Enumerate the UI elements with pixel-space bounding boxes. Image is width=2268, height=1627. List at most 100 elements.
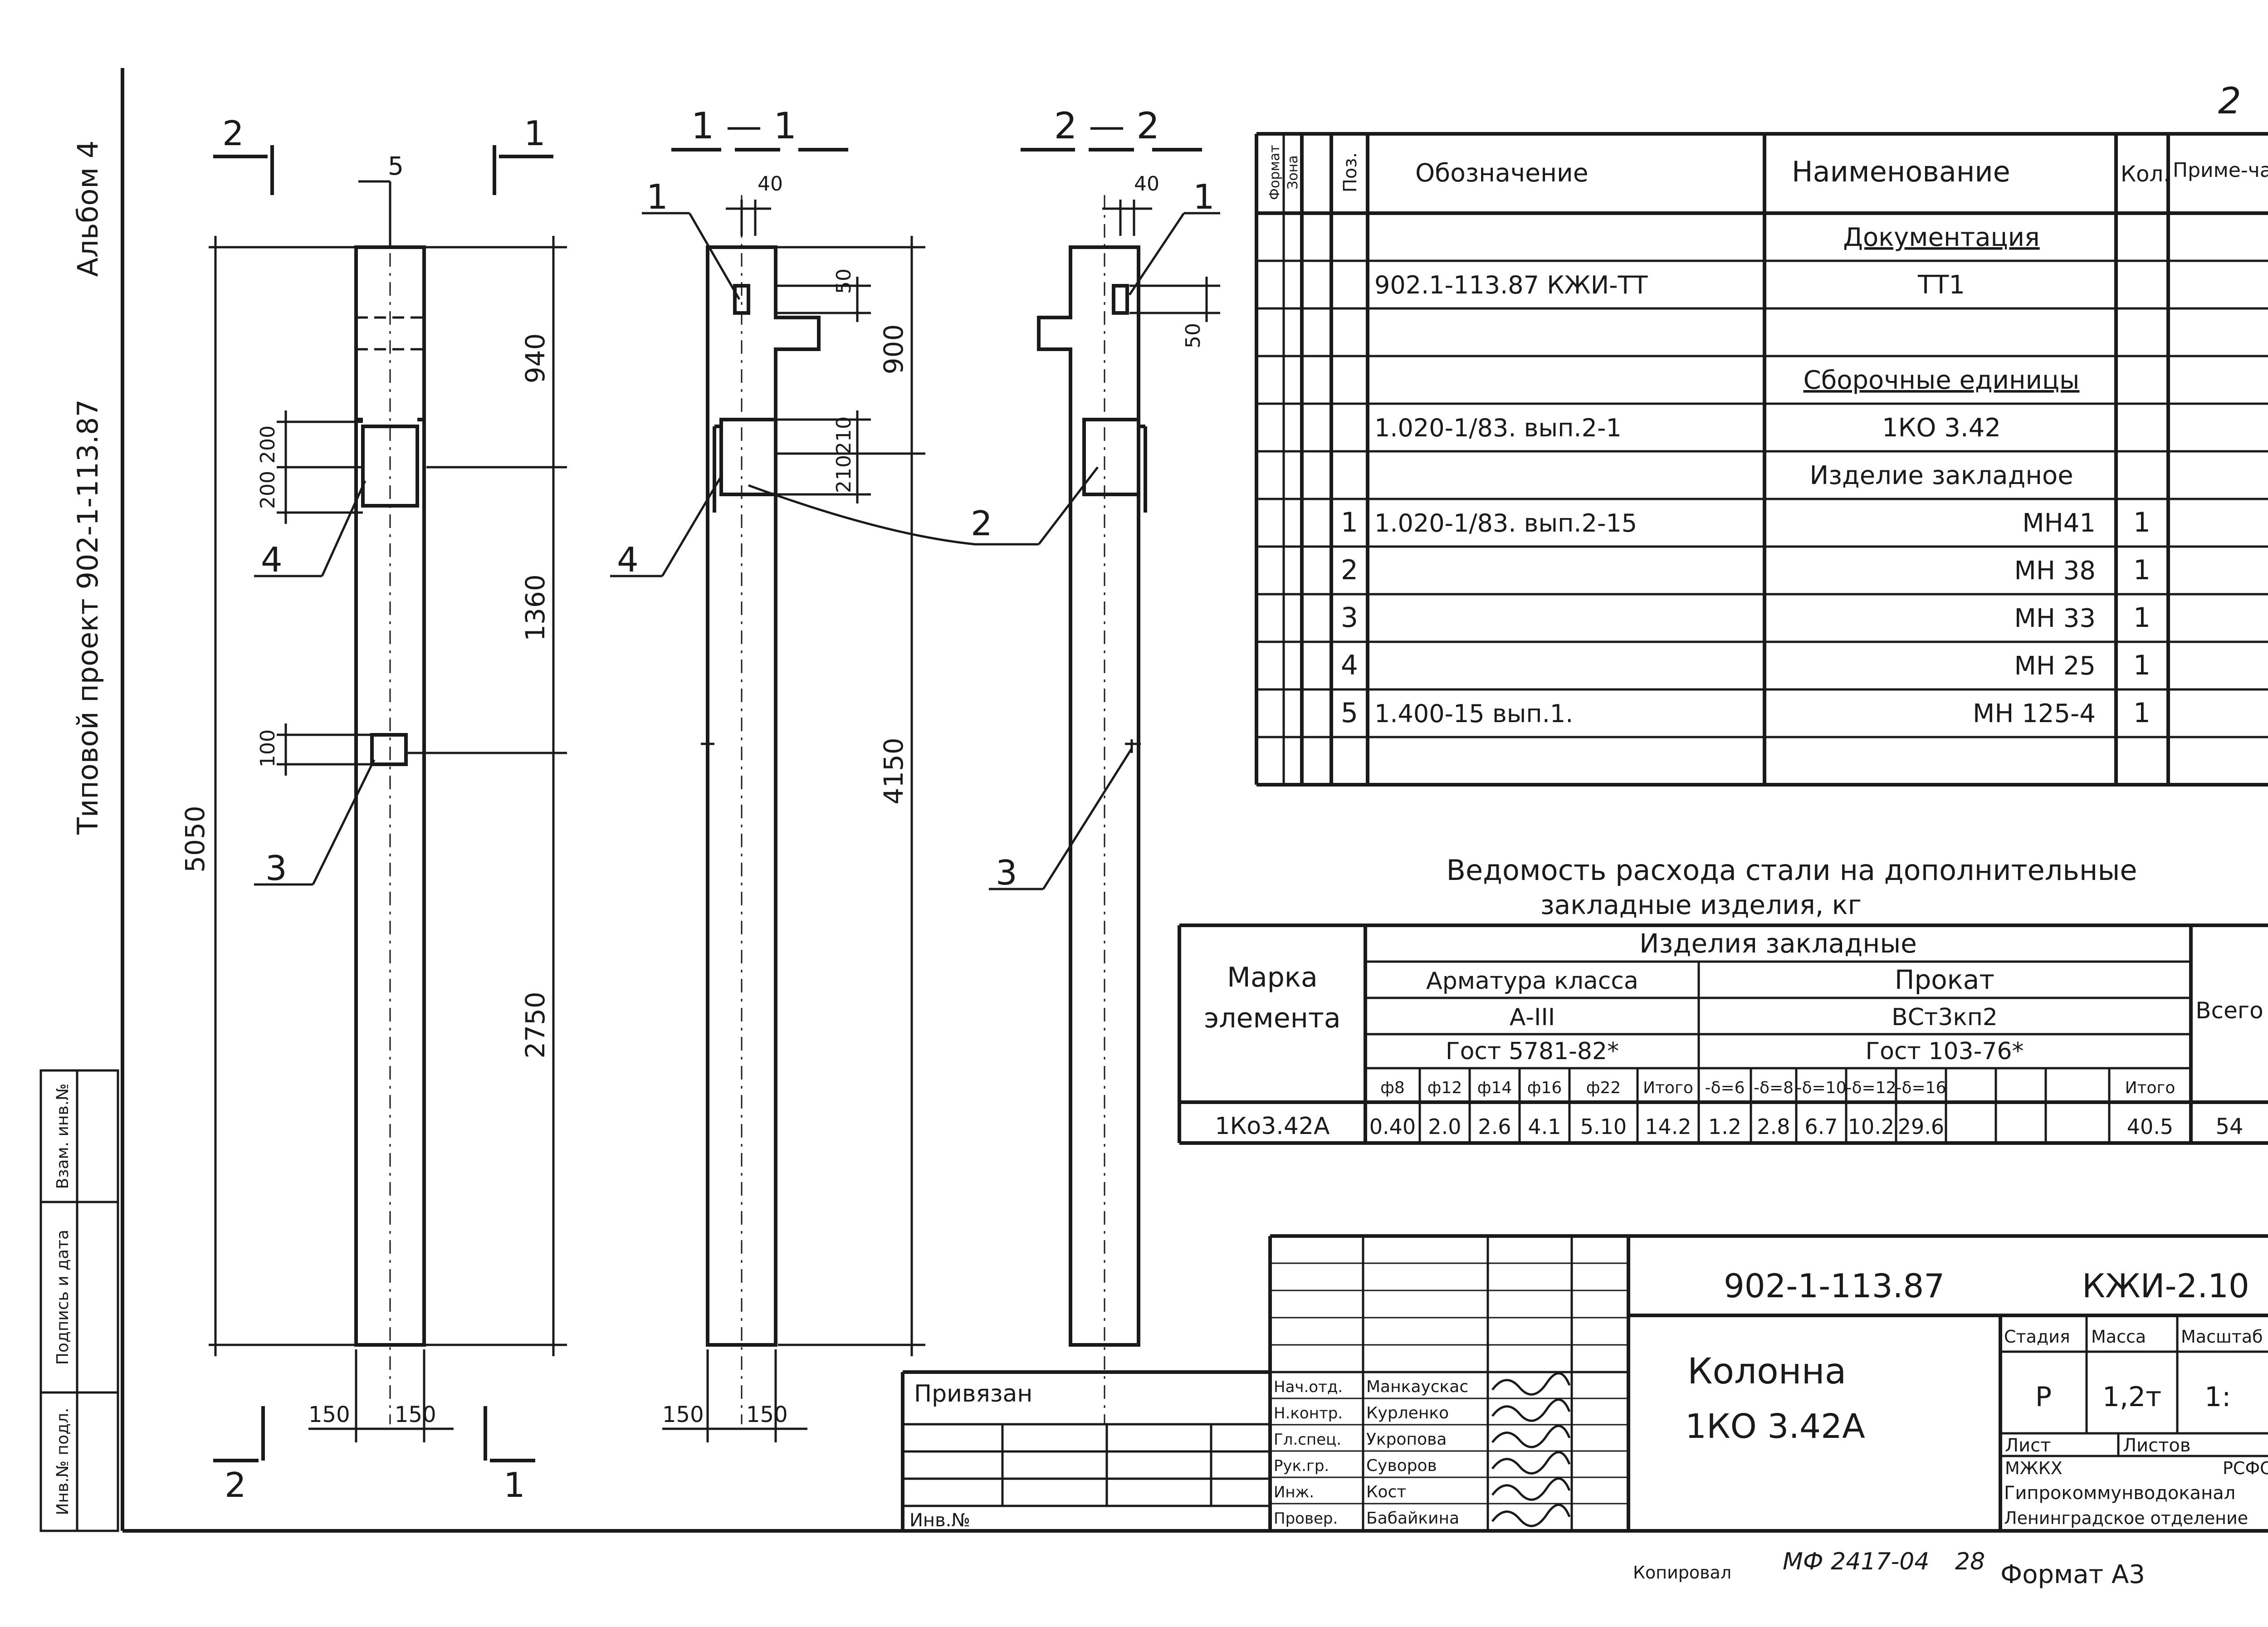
spec-h-name: Наименование: [1792, 155, 2010, 188]
side-stamp: Инв.№ подл. Подпись и дата Взам. инв.№: [39, 1069, 119, 1532]
footer: Копировал МФ 2417-04 28 Формат А3: [1633, 1548, 2145, 1589]
dim-200a: 200: [256, 425, 279, 464]
tb-person: Манкаускас: [1366, 1378, 1468, 1396]
steel-value: 14.2: [1645, 1114, 1691, 1139]
tb-org3: Ленинградское отделение: [2004, 1508, 2248, 1528]
spec-h-pos: Поз.: [1340, 152, 1361, 193]
callouts-view1: 4 3: [254, 480, 376, 888]
footer-mf: МФ 2417-04: [1783, 1548, 1929, 1575]
title-block: Привязан Инв.№ 902-1-113.87 КЖИ-2.10 Кол…: [901, 1234, 2268, 1531]
tb-code2: КЖИ-2.10: [2082, 1267, 2249, 1305]
stamp-inv: Инв.№ подл.: [54, 1408, 72, 1515]
dim-200b: 200: [256, 471, 279, 509]
steel-h-arm: Арматура класса: [1426, 967, 1638, 995]
spec-name: Сборочные единицы: [1804, 366, 2080, 395]
steel-value: 4.1: [1528, 1114, 1561, 1139]
footer-copied: Копировал: [1633, 1563, 1731, 1583]
section-1-1-title: 1 — 1: [691, 105, 797, 147]
steel-h-arm-cls: А-III: [1510, 1004, 1555, 1031]
spec-name: 1КО 3.42: [1882, 413, 2001, 443]
spec-qty: 1: [2133, 507, 2151, 538]
tb-person: Курленко: [1366, 1404, 1449, 1422]
callout-1a: 1: [646, 177, 668, 217]
tb-role: Гл.спец.: [1274, 1431, 1341, 1449]
tb-h-scale: Масштаб: [2181, 1327, 2263, 1347]
spec-name: Документация: [1843, 223, 2039, 252]
tb-h-mass: Масса: [2091, 1327, 2146, 1347]
steel-h-arm-gost: Гост 5781-82*: [1446, 1038, 1619, 1065]
spec-qty: 1: [2133, 554, 2151, 586]
tb-role: Рук.гр.: [1274, 1457, 1329, 1475]
spec-name: МН41: [2022, 508, 2096, 538]
steel-mark: 1Ко3.42А: [1215, 1113, 1330, 1140]
spec-name: Изделие закладное: [1809, 461, 2073, 490]
steel-sub-header: -δ=16: [1896, 1079, 1946, 1097]
signature-icon: [1491, 1451, 1571, 1475]
dim-1360: 1360: [520, 574, 551, 641]
dim-40b: 40: [1134, 172, 1159, 195]
tb-people: Нач.отд.МанкаускасН.контр.КурленкоГл.спе…: [1274, 1372, 1571, 1528]
steel-value: 0.40: [1369, 1114, 1416, 1139]
dim-5: 5: [388, 151, 404, 181]
tb-mass: 1,2т: [2102, 1381, 2161, 1413]
spec-designation: 1.400-15 вып.1.: [1374, 699, 1573, 728]
steel-table: Ведомость расхода стали на дополнительны…: [1178, 854, 2268, 1145]
spec-pos: 5: [1341, 697, 1358, 729]
spec-name: МН 25: [2014, 651, 2096, 681]
spec-designation: 902.1-113.87 КЖИ-ТТ: [1374, 271, 1648, 299]
signature-icon: [1491, 1398, 1571, 1422]
tb-person: Укропова: [1366, 1430, 1447, 1449]
steel-sub-header: -δ=12: [1846, 1079, 1897, 1097]
steel-value: 10.2: [1848, 1114, 1894, 1139]
section-markers-view1: 2 1 2 1: [213, 113, 553, 1505]
steel-cells: ф80.40ф122.0ф142.6ф164.1ф225.10Итого14.2…: [1369, 1068, 2175, 1143]
steel-sub-header: Итого: [1643, 1079, 1693, 1097]
tb-org1: МЖКХ: [2005, 1458, 2063, 1478]
marker-1-top: 1: [524, 113, 546, 153]
inv-label: Инв.№: [909, 1510, 970, 1531]
spec-pos: 4: [1341, 650, 1358, 681]
spec-qty: 1: [2133, 650, 2151, 681]
steel-title-2: закладные изделия, кг: [1540, 889, 1862, 920]
spec-pos: 2: [1341, 554, 1358, 586]
section-2-2-view: 2 — 2 40 50 1 2 3: [971, 105, 1220, 1424]
spec-designation: 1.020-1/83. вып.2-1: [1374, 414, 1622, 442]
tb-org1b: РСФСР: [2223, 1458, 2268, 1478]
spec-h-zone: Зона: [1285, 155, 1301, 190]
dim-210a: 210: [832, 416, 855, 454]
dim-940: 940: [520, 333, 551, 384]
signature-icon: [1491, 1372, 1571, 1396]
tb-person: Бабайкина: [1366, 1509, 1459, 1528]
steel-sub-header: -δ=8: [1754, 1079, 1794, 1097]
page-number: 2: [2218, 80, 2241, 122]
steel-value: 6.7: [1804, 1114, 1838, 1139]
steel-sub-header: ф14: [1477, 1079, 1512, 1097]
dim-100: 100: [256, 729, 279, 767]
spec-name: МН 38: [2014, 556, 2096, 586]
spec-qty: 1: [2133, 602, 2151, 634]
tb-scale: 1:: [2204, 1381, 2231, 1413]
album-label: Альбом 4: [71, 141, 104, 277]
steel-h-prok: Прокат: [1895, 964, 1994, 995]
signature-icon: [1491, 1425, 1571, 1448]
column-front-view: [354, 195, 426, 1424]
section-2-2-title: 2 — 2: [1054, 105, 1160, 147]
spec-pos: 3: [1341, 602, 1358, 634]
footer-num: 28: [1955, 1548, 1985, 1575]
dim-150a: 150: [308, 1402, 350, 1427]
dim-5050: 5050: [180, 806, 210, 873]
callout-3b: 3: [996, 853, 1017, 893]
dim-150b: 150: [395, 1402, 436, 1427]
dim-900: 900: [878, 324, 909, 375]
dim-210b: 210: [832, 455, 855, 493]
steel-total: 54: [2215, 1114, 2243, 1139]
marker-1-bottom: 1: [503, 1465, 525, 1505]
tb-role: Провер.: [1274, 1510, 1338, 1528]
privyazan-label: Привязан: [914, 1380, 1032, 1407]
steel-title-1: Ведомость расхода стали на дополнительны…: [1446, 854, 2137, 887]
steel-value: 1.2: [1708, 1114, 1741, 1139]
steel-sub-header: Итого: [2125, 1079, 2175, 1097]
stamp-sign: Подпись и дата: [54, 1230, 72, 1365]
